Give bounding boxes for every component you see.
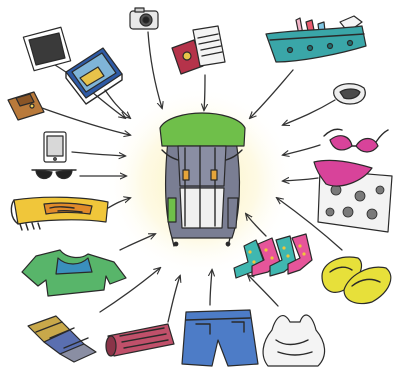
arrow-plastic-bag bbox=[248, 275, 278, 306]
beach-towel-icon bbox=[11, 197, 108, 230]
denim-shorts-icon bbox=[182, 310, 258, 366]
bikini-top-icon bbox=[324, 129, 388, 152]
camera-icon bbox=[130, 8, 158, 29]
scarf-icon bbox=[28, 316, 96, 362]
yoga-mat-icon bbox=[106, 324, 174, 356]
arrow-mat bbox=[168, 276, 180, 322]
smartphone-icon bbox=[44, 132, 66, 162]
cosmetics-bag-icon bbox=[266, 16, 366, 62]
travel-guide-book-icon bbox=[66, 48, 122, 104]
arrow-headband bbox=[283, 100, 335, 125]
wallet-icon bbox=[8, 92, 44, 120]
headband-icon bbox=[334, 84, 366, 104]
arrow-guidebook bbox=[105, 90, 130, 118]
arrow-cosmetics bbox=[250, 70, 293, 118]
t-shirt-icon bbox=[22, 250, 126, 296]
tablet-icon bbox=[23, 27, 71, 71]
plastic-bag-icon bbox=[263, 315, 325, 366]
flip-flops-icon bbox=[322, 257, 391, 304]
passport-tickets-icon bbox=[172, 26, 225, 74]
backpack-icon bbox=[160, 113, 245, 246]
sunglasses-icon bbox=[32, 170, 76, 179]
bikini-bottom-icon bbox=[314, 160, 392, 232]
